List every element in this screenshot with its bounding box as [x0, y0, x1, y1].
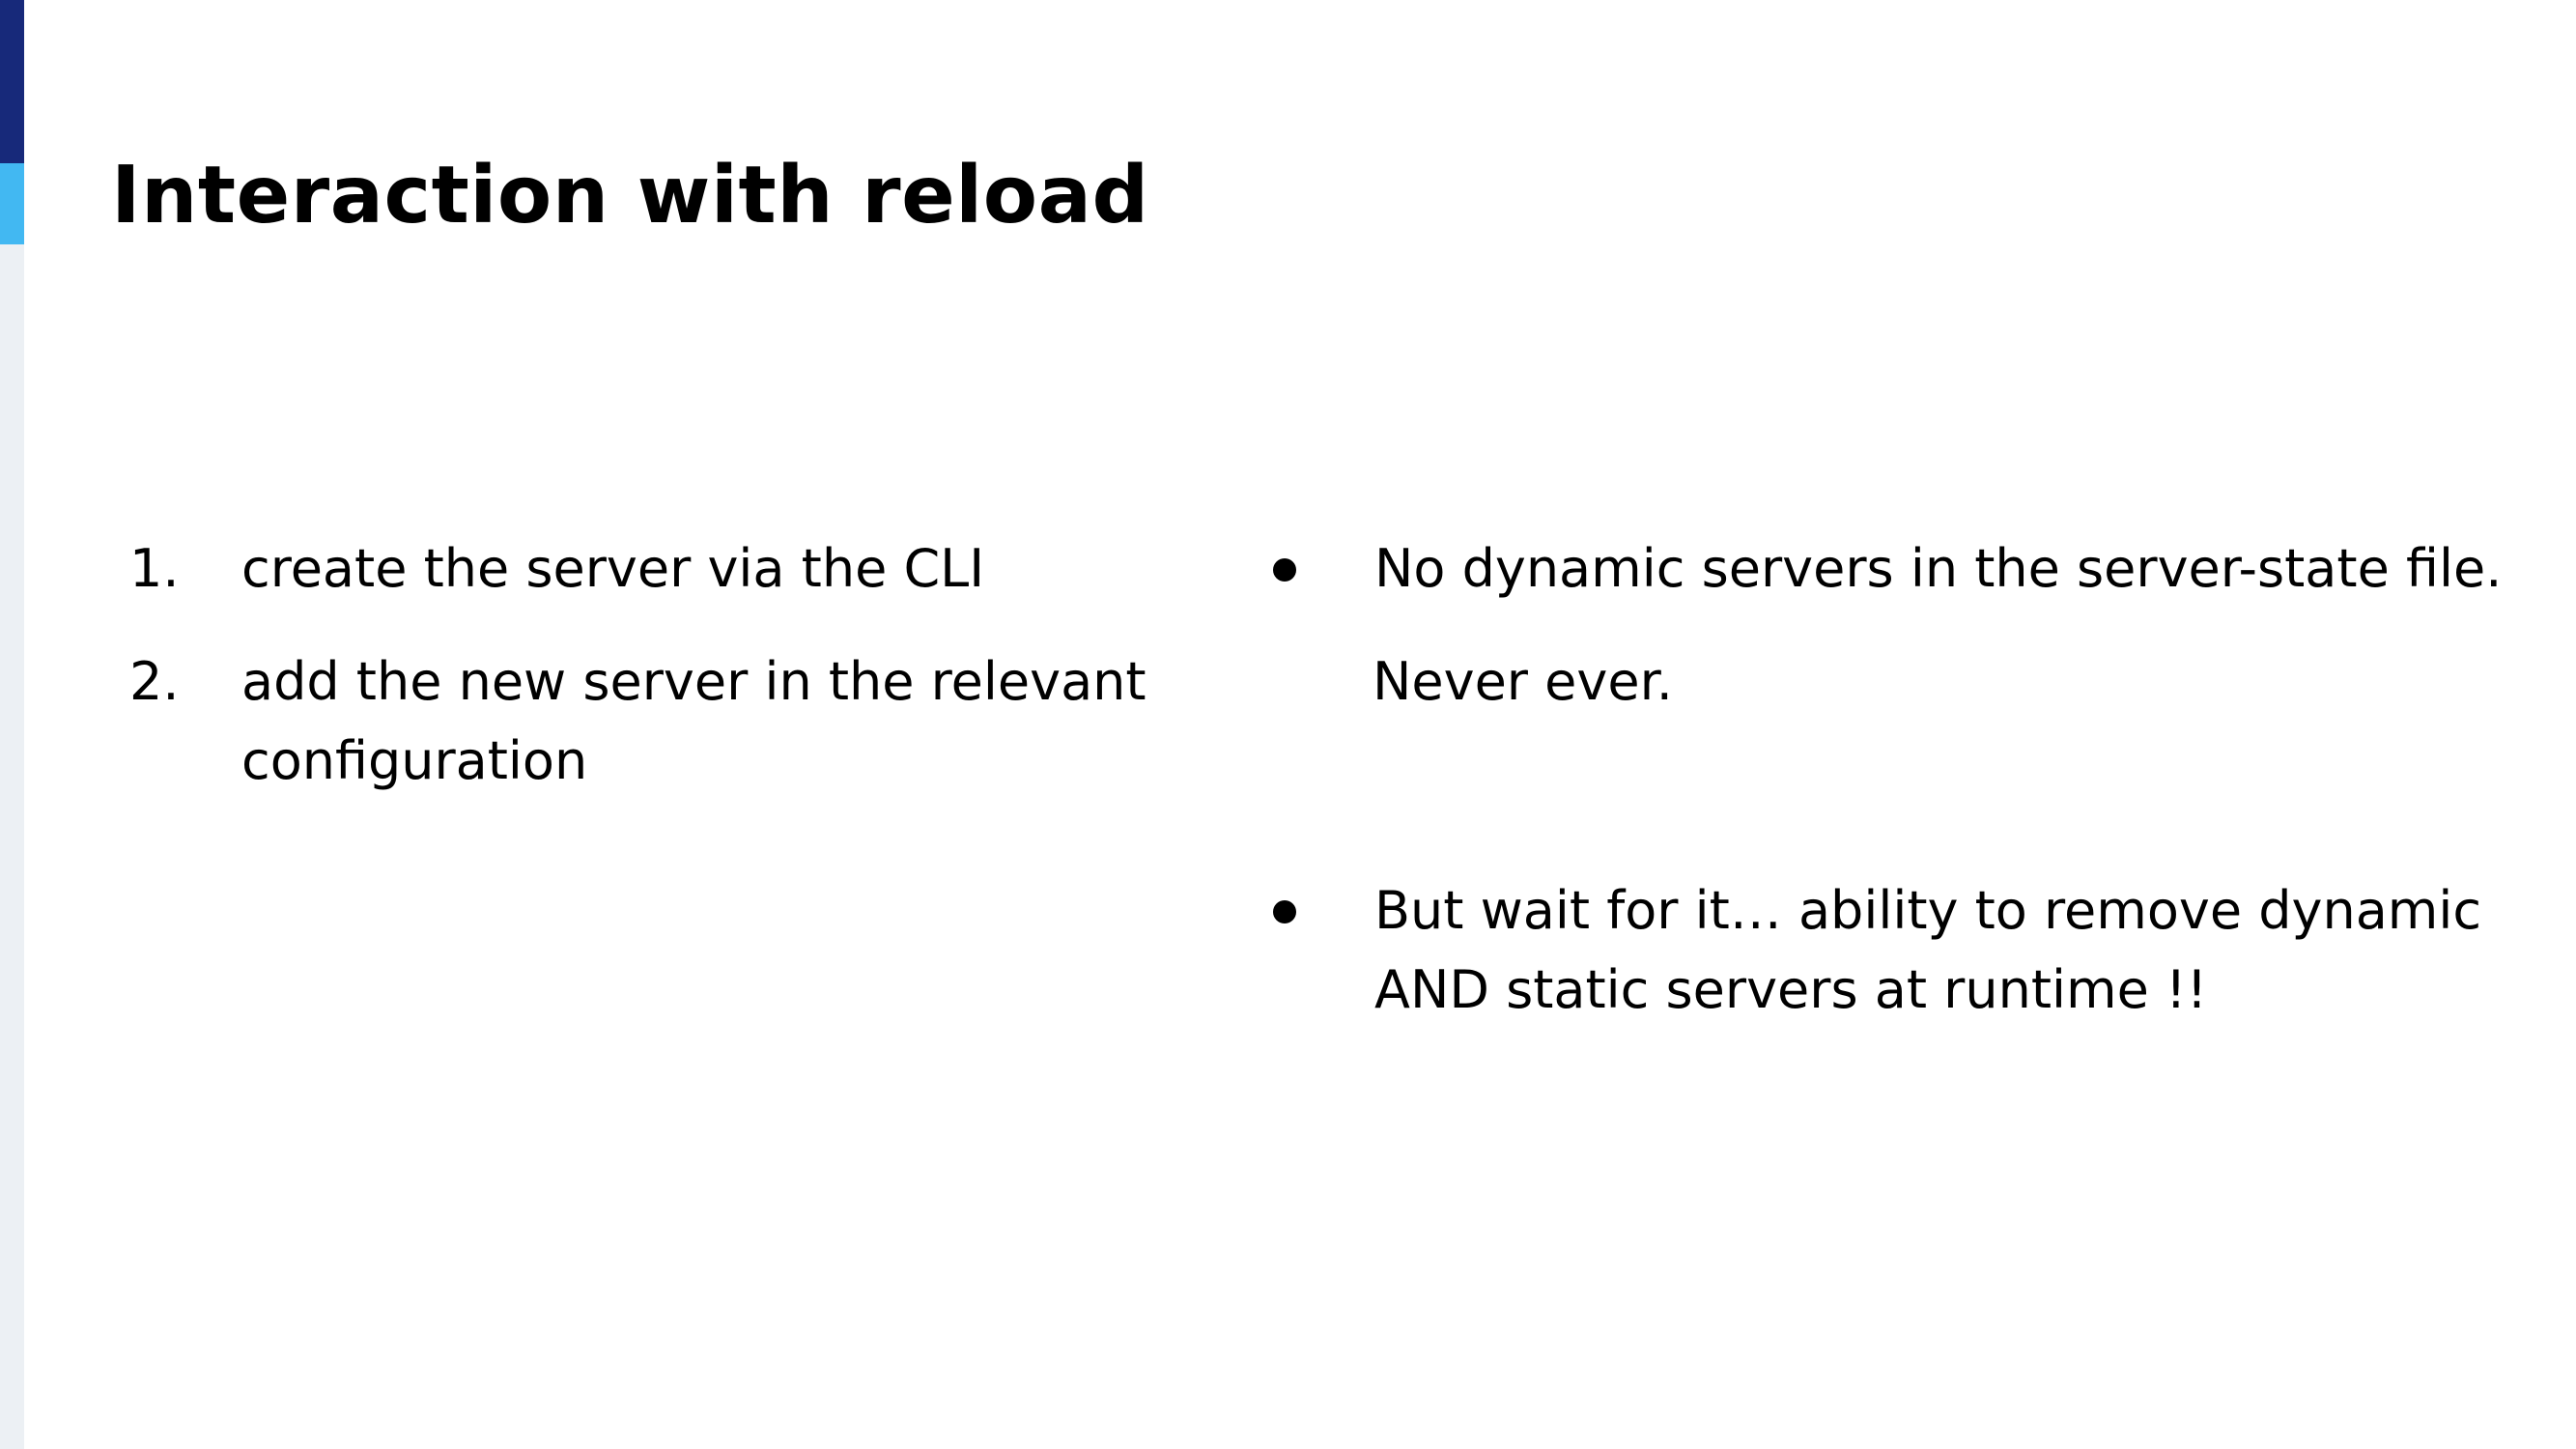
list-item-text: add the new server in the relevant confi…	[241, 651, 1146, 791]
list-item: 1. create the server via the CLI	[126, 529, 1188, 609]
bullet-text: No dynamic servers in the server-state f…	[1374, 538, 2503, 599]
slide-title: Interaction with reload	[111, 150, 1149, 242]
bullet-text: But wait for it… ability to remove dynam…	[1374, 880, 2482, 1020]
bullet-dot-icon	[1273, 558, 1296, 582]
bullet-item: No dynamic servers in the server-state f…	[1273, 529, 2558, 609]
bullet-list: No dynamic servers in the server-state f…	[1273, 529, 2558, 1030]
accent-bar-light-segment	[0, 163, 24, 244]
accent-bar-dark-segment	[0, 0, 24, 163]
bullet-dot-icon	[1273, 900, 1296, 923]
slide-accent-bar	[0, 0, 24, 1449]
list-item-text: create the server via the CLI	[241, 538, 985, 599]
bullet-followup-text: Never ever.	[1373, 651, 1673, 712]
list-item-number: 1.	[129, 538, 180, 599]
list-item: 2. add the new server in the relevant co…	[126, 642, 1188, 801]
numbered-list: 1. create the server via the CLI 2. add …	[126, 529, 1188, 835]
list-item-number: 2.	[129, 651, 180, 712]
bullet-item: But wait for it… ability to remove dynam…	[1273, 871, 2558, 1030]
